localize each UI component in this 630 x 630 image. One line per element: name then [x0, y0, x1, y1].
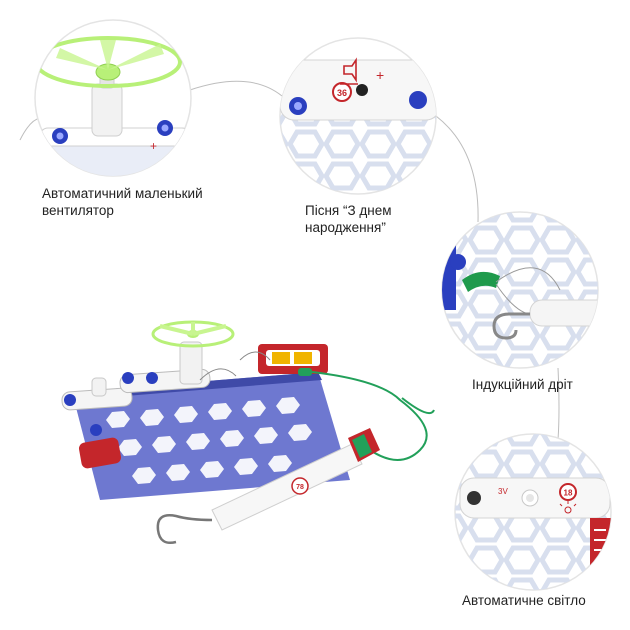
speaker-polarity-label: +	[376, 67, 384, 83]
caption-wire-line1: Індукційний дріт	[472, 377, 573, 392]
light-voltage-label: 3V	[498, 487, 508, 496]
zoom-circle-fan: +	[34, 19, 192, 177]
zoom-circle-wire	[441, 211, 599, 369]
fan-polarity-label: +	[150, 139, 157, 153]
wand-number: 78	[296, 484, 304, 491]
speaker-number-badge	[332, 82, 352, 102]
speaker-icon	[340, 57, 358, 85]
caption-light: Автоматичне світло	[462, 592, 586, 609]
speaker-number: 36	[337, 88, 347, 98]
induction-wand: 78	[156, 428, 380, 544]
caption-song: Пісня “З днем народження”	[305, 202, 392, 236]
caption-light-line1: Автоматичне світло	[462, 593, 586, 608]
caption-song-line1: Пісня “З днем	[305, 203, 392, 218]
main-circuit-kit: 78	[61, 320, 435, 544]
light-number: 18	[564, 489, 573, 498]
zoom-circle-song: 36 +	[279, 37, 437, 195]
light-number-badge	[559, 483, 577, 501]
caption-song-line2: народження”	[305, 220, 386, 235]
caption-wire: Індукційний дріт	[472, 376, 573, 393]
zoom-circle-light: 3V 18	[454, 433, 612, 591]
caption-fan-line1: Автоматичний маленький	[42, 186, 203, 201]
caption-fan-line2: вентилятор	[42, 203, 114, 218]
caption-fan: Автоматичний маленький вентилятор	[42, 185, 203, 219]
light-sensor-icon	[559, 501, 577, 514]
